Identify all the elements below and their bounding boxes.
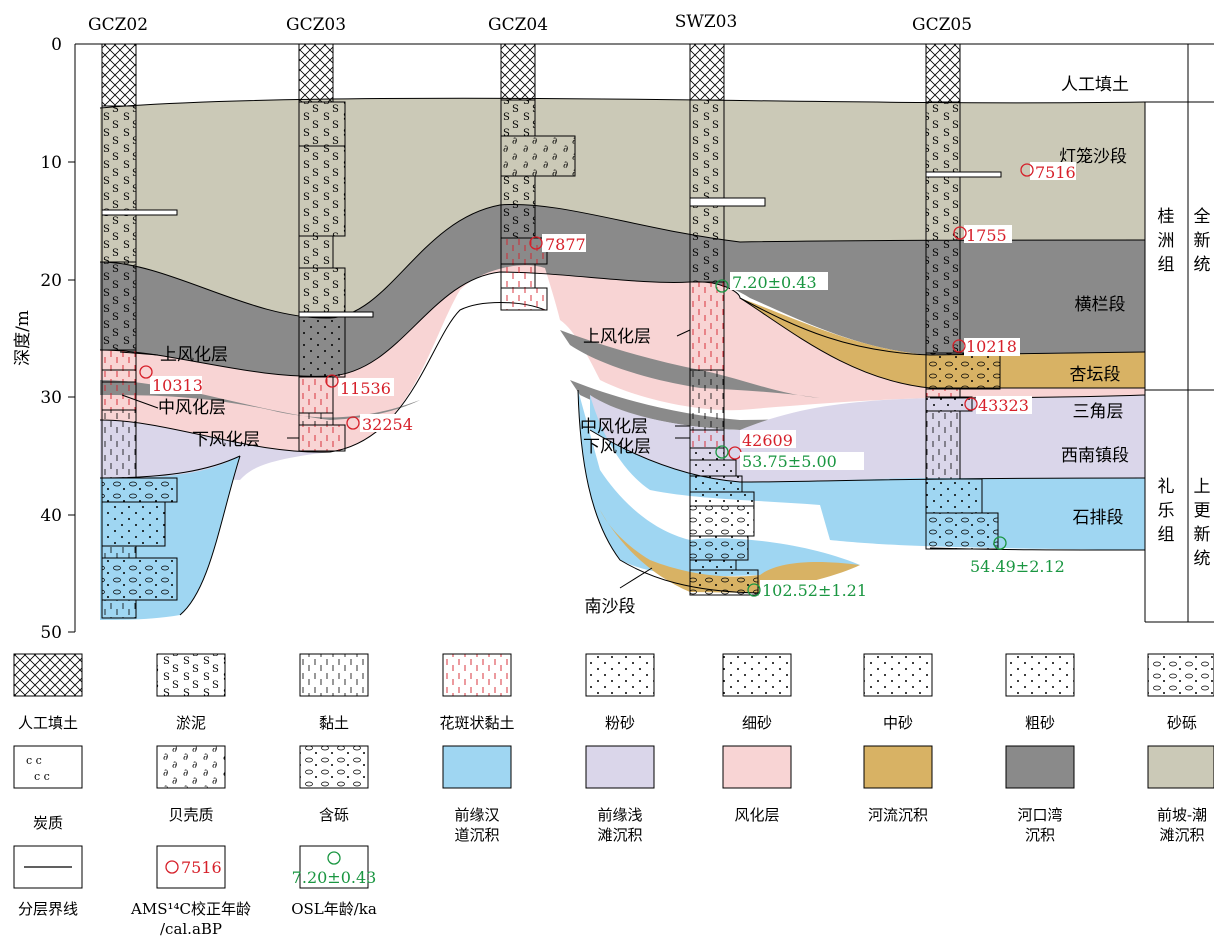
svg-text:42609: 42609 — [742, 431, 793, 450]
legend-label-boundary: 分层界线 — [18, 900, 78, 918]
legend-swatch-shoal — [586, 746, 654, 788]
legend-swatch-mottled-clay — [443, 654, 511, 696]
borehole-gcz03-label: GCZ03 — [286, 15, 346, 35]
svg-text:10218: 10218 — [966, 337, 1017, 356]
legend-label-osl: OSL年龄/ka — [291, 900, 377, 918]
legend-swatch-estuary — [1006, 746, 1074, 788]
svg-text:102.52±1.21: 102.52±1.21 — [762, 581, 867, 600]
svg-text:7.20±0.43: 7.20±0.43 — [732, 273, 817, 292]
unit-xingtan: 杏坛段 — [1070, 365, 1121, 385]
legend-label-ams: AMS¹⁴C校正年龄/cal.aBP — [130, 900, 251, 938]
tick-30: 30 — [40, 388, 62, 408]
legend-label-clay: 黏土 — [319, 714, 349, 732]
unit-shipai: 石排段 — [1073, 508, 1124, 528]
borehole-gcz02-label: GCZ02 — [88, 15, 148, 35]
legend-label-estuary: 河口湾沉积 — [1017, 806, 1062, 844]
legend-swatch-medium-sand — [864, 654, 932, 696]
osl-marker-102.52: 102.52±1.21 — [748, 580, 878, 600]
series-upper-pleistocene: 上更新统 — [1194, 477, 1211, 569]
unit-henglan: 横栏段 — [1075, 295, 1126, 315]
legend-label-carbon: 炭质 — [33, 814, 63, 832]
legend-swatch-weathered — [723, 746, 791, 788]
legend-swatch-clay — [300, 654, 368, 696]
borehole-gcz05-label: GCZ05 — [912, 15, 972, 35]
svg-text:10313: 10313 — [152, 376, 203, 395]
legend-label-gravel: 砂砾 — [1167, 714, 1197, 732]
legend-swatch-fill — [14, 654, 82, 696]
lower-weathered-mid: 下风化层 — [583, 437, 651, 457]
legend-swatch-silt-mud — [157, 654, 225, 696]
depth-axis: 0 10 20 30 40 50 深度/m — [13, 35, 100, 643]
legend: 人工填土 淤泥 黏土 花斑状黏土 粉砂 细砂 中砂 粗砂 砂砾 c c c c … — [14, 654, 1214, 938]
legend-label-weathered: 风化层 — [734, 806, 779, 824]
legend-swatch-silt — [586, 654, 654, 696]
formation-labels: 桂洲组 礼乐组 全新统 上更新统 — [1158, 207, 1211, 569]
legend-swatch-fluvial — [864, 746, 932, 788]
unit-xinanzhen: 西南镇段 — [1061, 446, 1129, 466]
unit-sanjiao: 三角层 — [1073, 402, 1124, 422]
legend-swatch-fine-sand — [723, 654, 791, 696]
middle-weathered-left: 中风化层 — [158, 398, 226, 418]
middle-weathered-mid: 中风化层 — [580, 417, 648, 437]
legend-carbon-glyphs: c c — [26, 754, 42, 767]
depth-axis-label: 深度/m — [13, 310, 33, 366]
svg-text:7516: 7516 — [1035, 163, 1076, 182]
svg-text:54.49±2.12: 54.49±2.12 — [970, 557, 1065, 576]
legend-label-medium-sand: 中砂 — [883, 714, 913, 732]
osl-marker-7.20: 7.20±0.43 — [716, 272, 828, 292]
legend-label-fluvial: 河流沉积 — [868, 806, 928, 824]
tick-10: 10 — [40, 153, 62, 173]
unit-fill: 人工填土 — [1061, 75, 1129, 95]
legend-label-pebbly: 含砾 — [319, 806, 349, 824]
upper-weathered-mid: 上风化层 — [583, 327, 651, 347]
legend-label-fill: 人工填土 — [18, 714, 78, 732]
borehole-swz03-label: SWZ03 — [675, 12, 738, 32]
lower-weathered-left: 下风化层 — [192, 430, 260, 450]
tick-0: 0 — [51, 35, 62, 55]
legend-label-mottled: 花斑状黏土 — [439, 714, 514, 732]
tick-50: 50 — [40, 623, 62, 643]
borehole-gcz04-label: GCZ04 — [488, 15, 548, 35]
layer-fill-top — [100, 44, 1145, 108]
legend-label-fine-sand: 细砂 — [742, 714, 772, 732]
svg-text:11536: 11536 — [340, 379, 391, 398]
legend-swatch-pebbly — [300, 746, 368, 788]
svg-text:7877: 7877 — [545, 235, 586, 254]
legend-label-shell: 贝壳质 — [168, 806, 213, 824]
legend-swatch-prodelta — [1148, 746, 1214, 788]
borehole-headers: GCZ02 GCZ03 GCZ04 SWZ03 GCZ05 — [88, 12, 972, 35]
legend-label-shoal: 前缘浅滩沉积 — [597, 806, 642, 844]
legend-swatch-channel — [443, 746, 511, 788]
tick-40: 40 — [40, 506, 62, 526]
svg-text:43323: 43323 — [978, 396, 1029, 415]
legend-swatch-coarse-sand — [1006, 654, 1074, 696]
svg-text:7516: 7516 — [181, 858, 222, 877]
legend-label-prodelta: 前坡-潮滩沉积 — [1157, 806, 1207, 844]
legend-swatch-gravel — [1148, 654, 1214, 696]
upper-weathered-left: 上风化层 — [160, 345, 228, 365]
svg-text:1755: 1755 — [966, 226, 1007, 245]
svg-text:53.75±5.00: 53.75±5.00 — [742, 452, 837, 471]
svg-text:32254: 32254 — [362, 415, 413, 434]
tick-20: 20 — [40, 271, 62, 291]
svg-text:c c: c c — [34, 770, 50, 783]
legend-swatch-shell — [157, 746, 225, 788]
series-holocene: 全新统 — [1194, 207, 1211, 275]
legend-label-mud: 淤泥 — [176, 714, 206, 732]
legend-label-coarse-sand: 粗砂 — [1025, 714, 1055, 732]
formation-guizhou: 桂洲组 — [1158, 207, 1175, 275]
legend-label-channel: 前缘汉道沉积 — [454, 806, 499, 844]
unit-nansha: 南沙段 — [585, 597, 636, 617]
legend-label-silt: 粉砂 — [605, 714, 635, 732]
formation-lile: 礼乐组 — [1158, 477, 1175, 545]
svg-text:7.20±0.43: 7.20±0.43 — [292, 868, 377, 887]
